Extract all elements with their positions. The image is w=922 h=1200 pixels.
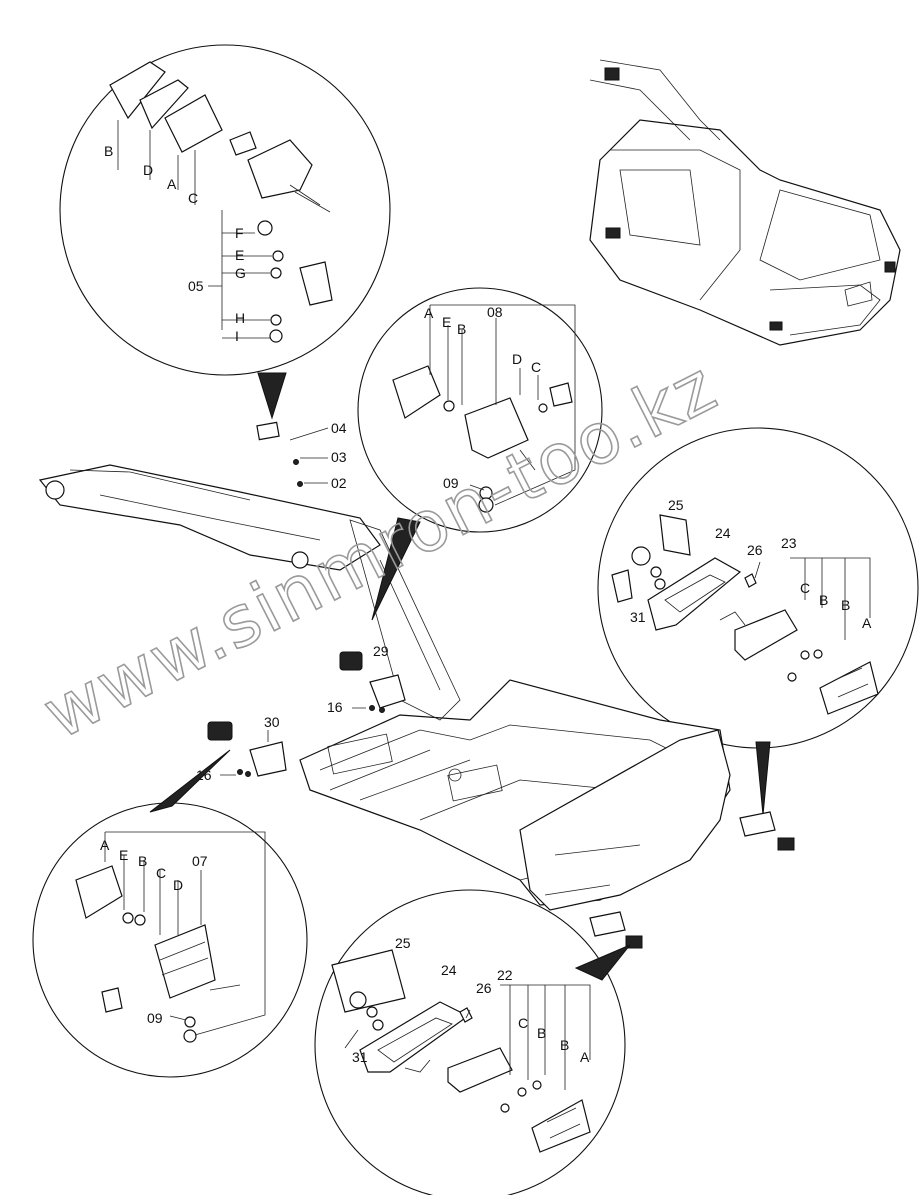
label-16-right: 16 bbox=[327, 699, 343, 715]
label-F: F bbox=[235, 225, 244, 241]
label-A: A bbox=[100, 837, 110, 853]
label-02: 02 bbox=[331, 475, 347, 491]
label-07: 07 bbox=[192, 853, 208, 869]
label-03: 03 bbox=[331, 449, 347, 465]
label-C: C bbox=[800, 580, 810, 596]
callout-bottom-left: A E B C D 07 09 bbox=[32, 749, 308, 1078]
label-E: E bbox=[235, 247, 244, 263]
boom-assembly: 04 03 02 bbox=[38, 420, 381, 571]
label-B: B bbox=[138, 853, 147, 869]
label-24: 24 bbox=[441, 962, 457, 978]
label-C: C bbox=[188, 190, 198, 206]
label-30: 30 bbox=[264, 714, 280, 730]
callout-right-top: A E B 08 D C 09 bbox=[357, 287, 603, 621]
label-D: D bbox=[173, 877, 183, 893]
label-I: I bbox=[235, 328, 239, 344]
label-31: 31 bbox=[630, 609, 646, 625]
label-23: 23 bbox=[781, 535, 797, 551]
label-24: 24 bbox=[715, 525, 731, 541]
label-A: A bbox=[862, 615, 872, 631]
label-C: C bbox=[156, 865, 166, 881]
label-D: D bbox=[512, 351, 522, 367]
label-B: B bbox=[457, 321, 466, 337]
label-09: 09 bbox=[443, 475, 459, 491]
upper-frame bbox=[299, 519, 731, 911]
callout-rear-right: 25 24 26 23 C B B A 31 bbox=[597, 427, 919, 816]
label-C: C bbox=[518, 1015, 528, 1031]
label-B2: B bbox=[560, 1037, 569, 1053]
label-08: 08 bbox=[487, 304, 503, 320]
label-B1: B bbox=[537, 1025, 546, 1041]
label-D: D bbox=[143, 162, 153, 178]
label-05: 05 bbox=[188, 278, 204, 294]
callout-bottom: 25 24 26 22 C B B A 31 bbox=[314, 889, 631, 1200]
label-C: C bbox=[531, 359, 541, 375]
label-26: 26 bbox=[476, 980, 492, 996]
label-22: 22 bbox=[497, 967, 513, 983]
label-E: E bbox=[119, 847, 128, 863]
label-31: 31 bbox=[352, 1049, 368, 1065]
label-B: B bbox=[104, 143, 113, 159]
frame-lamps: 29 16 30 16 bbox=[196, 643, 795, 949]
label-29: 29 bbox=[373, 643, 389, 659]
label-A: A bbox=[424, 305, 434, 321]
label-25: 25 bbox=[668, 497, 684, 513]
label-04: 04 bbox=[331, 420, 347, 436]
label-09: 09 bbox=[147, 1010, 163, 1026]
excavator-overview bbox=[589, 59, 901, 346]
label-A: A bbox=[580, 1049, 590, 1065]
label-A: A bbox=[167, 176, 177, 192]
label-B1: B bbox=[819, 592, 828, 608]
label-B2: B bbox=[841, 597, 850, 613]
label-26: 26 bbox=[747, 542, 763, 558]
label-E: E bbox=[442, 314, 451, 330]
label-G: G bbox=[235, 265, 246, 281]
label-25: 25 bbox=[395, 935, 411, 951]
callout-top-left: B D A C F E G 05 H I bbox=[59, 44, 391, 420]
label-H: H bbox=[235, 310, 245, 326]
